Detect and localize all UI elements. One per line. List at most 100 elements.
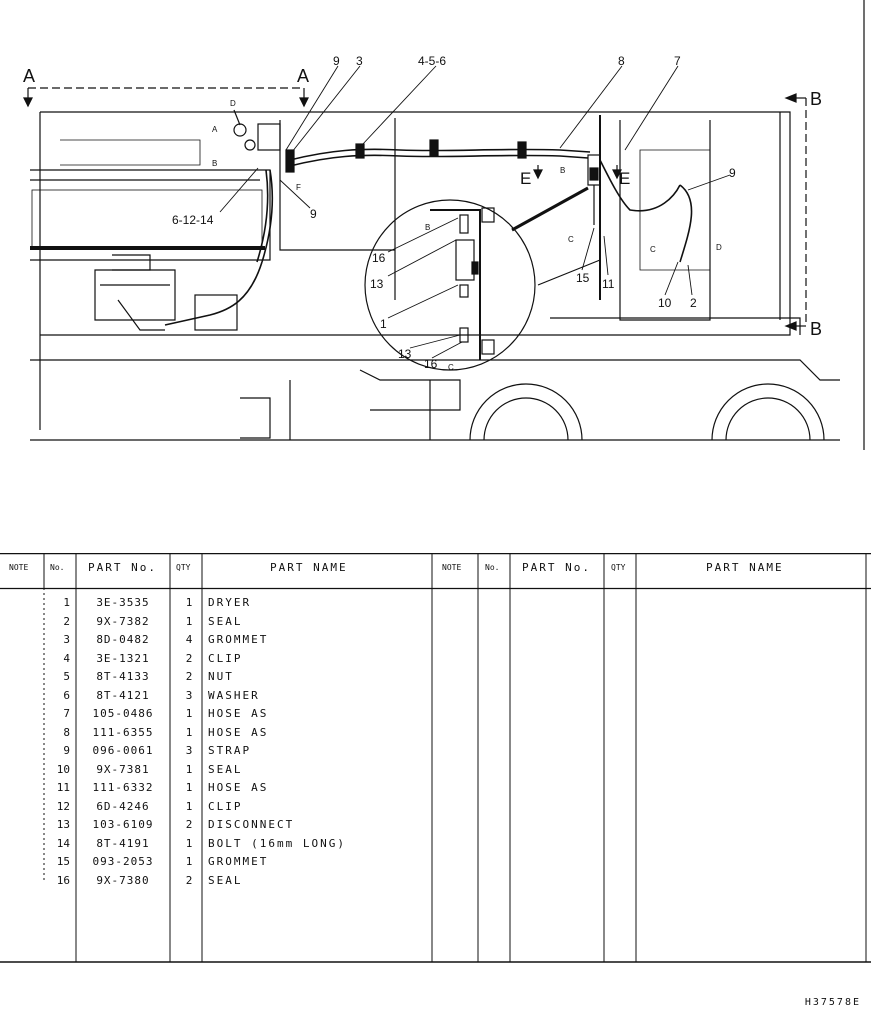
callout-labels: 9 3 4-5-6 8 7 6-12-14 9 9 16 13 1 13 16 … (172, 54, 736, 371)
row-qty: 1 (185, 707, 195, 720)
row-no: 9 (63, 744, 70, 757)
header-part-no-2: PART No. (522, 561, 591, 574)
row-no: 3 (63, 633, 70, 646)
callout-2: 2 (690, 296, 697, 310)
row-no: 6 (63, 688, 70, 702)
row-part-name: BOLT (16mm LONG) (208, 836, 346, 850)
row-part-name: GROMMET (208, 855, 269, 868)
row-part-name: SEAL (208, 873, 243, 887)
ref-letter-a: A (212, 125, 218, 134)
row-part-name: DRYER (208, 596, 252, 609)
callout-8: 8 (618, 54, 625, 68)
row-part-no: 8T-4133 (96, 670, 150, 683)
callout-9-right: 9 (729, 166, 736, 180)
row-part-no: 6D-4246 (96, 799, 150, 813)
callout-16-top: 16 (372, 251, 386, 265)
row-part-no: 8D-0482 (96, 633, 150, 646)
ref-letter-f: F (296, 183, 301, 192)
table-grid (0, 553, 871, 963)
row-qty: 2 (185, 651, 195, 665)
callout-13-bottom: 13 (398, 347, 412, 361)
header-qty: QTY (176, 563, 191, 572)
machine-outline (30, 111, 840, 441)
section-a-marker: A A (23, 66, 309, 108)
row-part-no: 111-6355 (92, 725, 154, 739)
row-qty: 2 (185, 818, 195, 831)
row-qty: 4 (185, 633, 195, 646)
callout-10: 10 (658, 296, 672, 310)
callout-7: 7 (674, 54, 681, 68)
row-no: 15 (56, 855, 70, 868)
detail-view (364, 186, 601, 371)
row-part-no: 096-0061 (92, 744, 154, 757)
callout-6-12-14: 6-12-14 (172, 213, 214, 227)
row-part-no: 3E-3535 (96, 596, 150, 609)
dryer-assembly (233, 109, 601, 300)
header-no: No. (50, 563, 65, 572)
row-part-name: WASHER (208, 688, 260, 702)
row-part-name: HOSE AS (208, 725, 269, 739)
row-qty: 2 (185, 873, 195, 887)
row-no: 11 (56, 781, 70, 794)
view-e-markers: E E (520, 165, 630, 188)
callout-9-mid: 9 (310, 207, 317, 221)
section-b-marker: B B (784, 89, 822, 339)
table-row: 4 3E-1321 2 CLIP (0, 649, 430, 667)
row-no: 7 (63, 707, 70, 720)
parts-illustration: A A B B (23, 0, 865, 450)
table-row: 16 9X-7380 2 SEAL (0, 871, 430, 889)
ref-letter-c-detail: C (448, 363, 454, 372)
row-qty: 1 (185, 855, 195, 868)
row-part-name: HOSE AS (208, 707, 269, 720)
row-no: 16 (56, 873, 70, 887)
ref-letter-b: B (212, 159, 217, 168)
row-part-name: GROMMET (208, 633, 269, 646)
row-part-no: 9X-7382 (96, 614, 150, 628)
row-qty: 1 (185, 596, 195, 609)
row-no: 5 (63, 670, 70, 683)
table-row: 5 8T-4133 2 NUT (0, 667, 430, 685)
callout-1: 1 (380, 317, 387, 331)
callout-leaders (219, 65, 731, 359)
row-part-name: NUT (208, 670, 234, 683)
reference-letters: D A B F B C C D B C (212, 99, 722, 372)
row-no: 4 (63, 651, 70, 665)
callout-11: 11 (602, 277, 615, 291)
header-qty-2: QTY (611, 563, 626, 572)
row-qty: 1 (185, 762, 195, 776)
row-part-name: SEAL (208, 762, 243, 776)
document-id: H37578E (804, 997, 861, 1008)
section-a-right-label: A (297, 66, 309, 86)
row-qty: 2 (185, 670, 195, 683)
row-no: 12 (56, 799, 70, 813)
row-part-no: 103-6109 (92, 818, 154, 831)
row-qty: 1 (185, 836, 195, 850)
row-part-name: CLIP (208, 651, 243, 665)
section-b-bottom-label: B (810, 319, 822, 339)
row-part-no: 8T-4121 (96, 688, 150, 702)
view-e-left-label: E (520, 169, 531, 188)
callout-15: 15 (576, 271, 590, 285)
callout-9-top: 9 (333, 54, 340, 68)
row-no: 8 (63, 725, 70, 739)
row-part-name: HOSE AS (208, 781, 269, 794)
callout-3: 3 (356, 54, 363, 68)
ref-letter-b-detail: B (425, 223, 430, 232)
row-part-no: 9X-7380 (96, 873, 150, 887)
callout-4-5-6: 4-5-6 (418, 54, 446, 68)
row-part-no: 3E-1321 (96, 651, 150, 665)
ref-letter-b-hose: B (560, 166, 565, 175)
callout-13-top: 13 (370, 277, 384, 291)
header-part-name: PART NAME (270, 561, 348, 574)
